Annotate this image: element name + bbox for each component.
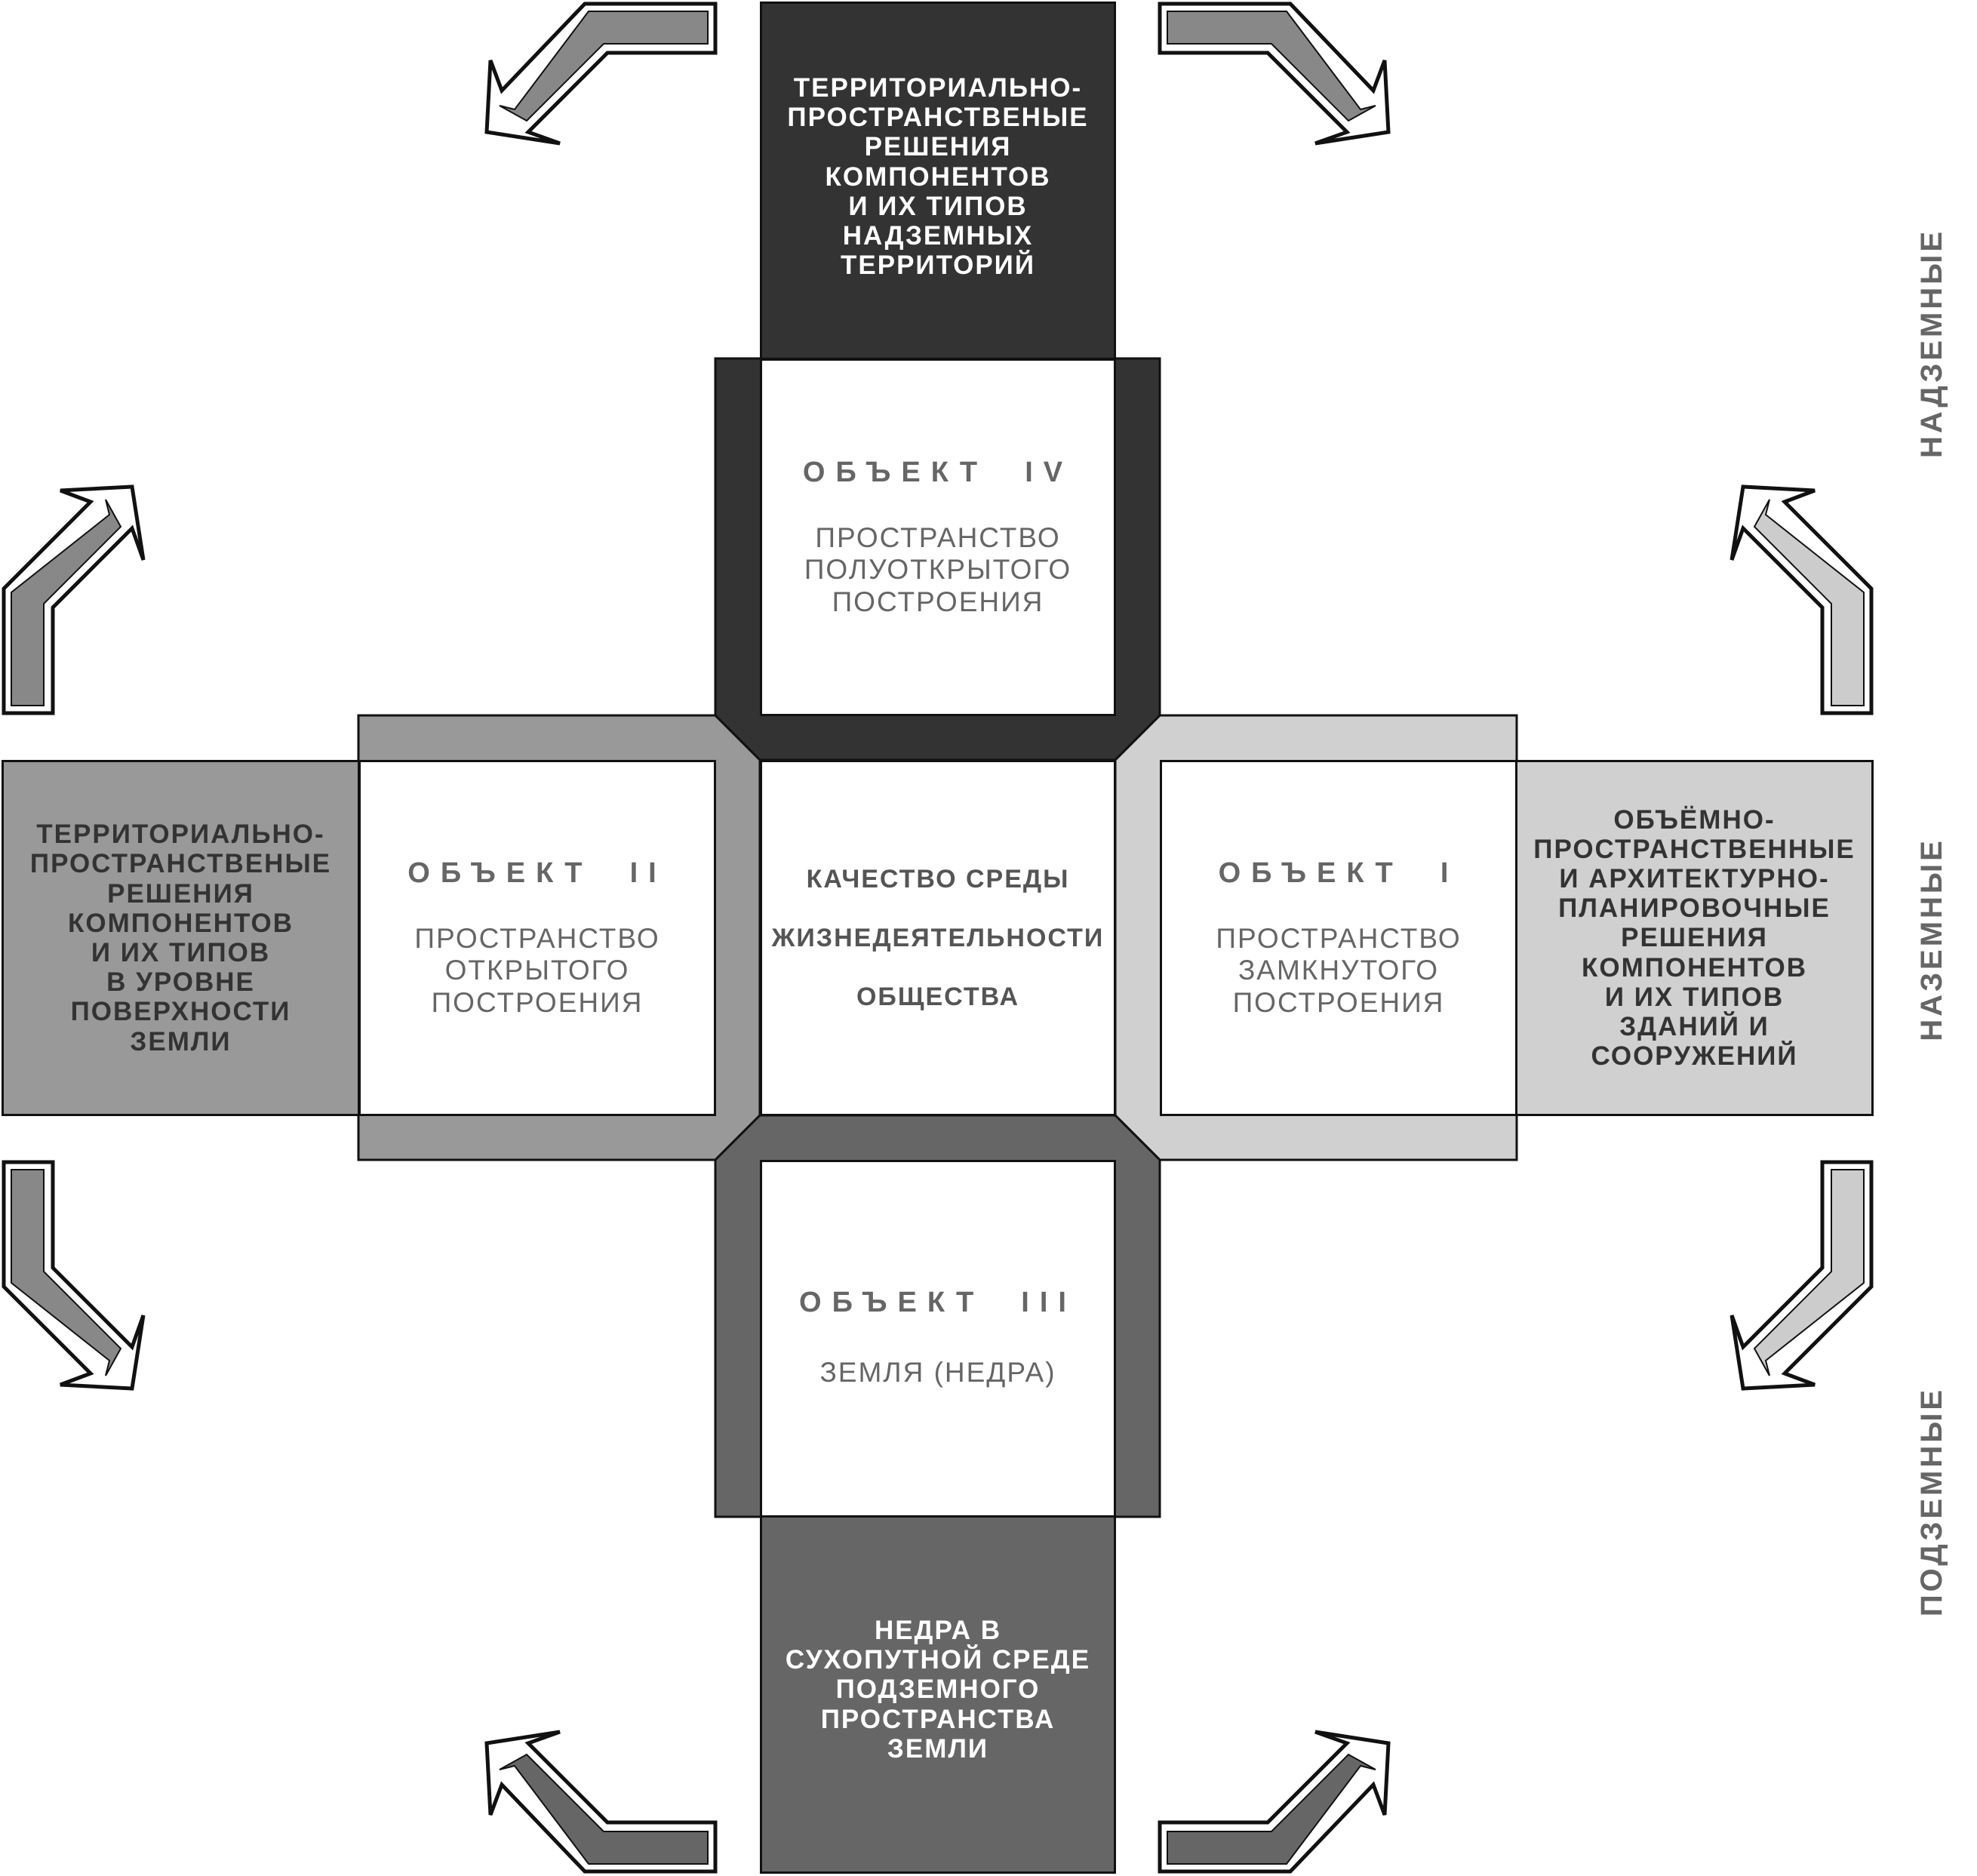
arrow-left-up	[2, 484, 146, 715]
object-iii-title: ОБЪЕКТ III	[799, 1287, 1077, 1318]
top-info-line: НАДЗЕМНЫХ	[842, 220, 1034, 251]
object-i-title: ОБЪЕКТ I	[1218, 857, 1459, 889]
object-iii-description: ЗЕМЛЯ (НЕДРА)	[819, 1357, 1056, 1389]
right-info-line: КОМПОНЕНТОВ	[1581, 952, 1808, 983]
bottom-info-line: ПРОСТРАНСТВА	[820, 1704, 1056, 1734]
top-info-line: РЕШЕНИЯ	[864, 132, 1012, 162]
right-info-line: И АРХИТЕКТУРНО-	[1559, 864, 1830, 894]
object-i-line: ЗАМКНУТОГО	[1238, 955, 1440, 986]
object-ii-box: ОБЪЕКТ II ПРОСТРАНСТВО ОТКРЫТОГО ПОСТРОЕ…	[358, 760, 716, 1116]
left-info-line: И ИХ ТИПОВ	[91, 938, 271, 967]
left-info-line: КОМПОНЕНТОВ	[67, 908, 294, 938]
right-info-line: ПРОСТРАНСТВЕННЫЕ	[1533, 834, 1856, 864]
bottom-info-line: ПОДЗЕМНОГО	[835, 1675, 1041, 1705]
object-iv-box: ОБЪЕКТ IV ПРОСТРАНСТВО ПОЛУОТКРЫТОГО ПОС…	[760, 358, 1116, 716]
left-info-line: ПРОСТРАНСТВЕНЫЕ	[29, 849, 332, 879]
right-info-line: И ИХ ТИПОВ	[1604, 982, 1785, 1012]
arrow-top-left	[484, 2, 718, 146]
left-info-line: В УРОВНЕ	[106, 967, 255, 998]
center-line: ОБЩЕСТВА	[856, 983, 1020, 1011]
object-ii-line: ПОСТРОЕНИЯ	[431, 986, 644, 1018]
center-box: КАЧЕСТВО СРЕДЫ ЖИЗНЕДЕЯТЕЛЬНОСТИ ОБЩЕСТВ…	[760, 760, 1116, 1116]
center-line: КАЧЕСТВО СРЕДЫ	[806, 865, 1070, 893]
bottom-info-line: НЕДРА В	[874, 1616, 1002, 1645]
top-info-line: ТЕРРИТОРИАЛЬНО-	[793, 73, 1083, 103]
object-iv-line: ПОЛУОТКРЫТОГО	[804, 554, 1072, 586]
object-iii-line: ЗЕМЛЯ (НЕДРА)	[819, 1357, 1056, 1388]
right-info-line: РЕШЕНИЯ	[1621, 923, 1768, 953]
bottom-info-line: СУХОПУТНОЙ СРЕДЕ	[785, 1645, 1091, 1675]
right-info-line: ПЛАНИРОВОЧНЫЕ	[1558, 893, 1831, 924]
arrow-top-right	[1158, 2, 1391, 146]
arrow-bottom-right	[1158, 1730, 1391, 1874]
left-info-box: ТЕРРИТОРИАЛЬНО- ПРОСТРАНСТВЕНЫЕ РЕШЕНИЯ …	[2, 760, 360, 1116]
object-ii-line: ПРОСТРАНСТВО	[414, 922, 660, 954]
object-iv-line: ПРОСТРАНСТВО	[815, 521, 1061, 553]
label-above-ground: НАДЗЕМНЫЕ	[1915, 228, 1948, 459]
top-info-box: ТЕРРИТОРИАЛЬНО- ПРОСТРАНСТВЕНЫЕ РЕШЕНИЯ …	[760, 2, 1116, 360]
object-i-line: ПОСТРОЕНИЯ	[1232, 986, 1445, 1018]
left-info-line: ЗЕМЛИ	[130, 1026, 232, 1056]
bottom-info-box: НЕДРА В СУХОПУТНОЙ СРЕДЕ ПОДЗЕМНОГО ПРОС…	[760, 1515, 1116, 1874]
object-iv-description: ПРОСТРАНСТВО ПОЛУОТКРЫТОГО ПОСТРОЕНИЯ	[804, 522, 1072, 619]
label-ground-level: НАЗЕМНЫЕ	[1915, 838, 1948, 1041]
bottom-info-line: ЗЕМЛИ	[887, 1733, 989, 1764]
right-info-line: ЗДАНИЙ И	[1619, 1011, 1769, 1041]
left-info-line: РЕШЕНИЯ	[107, 878, 254, 909]
top-info-line: ТЕРРИТОРИЙ	[841, 251, 1035, 281]
label-underground: ПОДЗЕМНЫЕ	[1915, 1386, 1948, 1617]
right-info-line: ОБЪЁМНО-	[1613, 804, 1776, 835]
object-iii-box: ОБЪЕКТ III ЗЕМЛЯ (НЕДРА)	[760, 1160, 1116, 1518]
left-info-line: ТЕРРИТОРИАЛЬНО-	[36, 820, 325, 850]
object-i-line: ПРОСТРАНСТВО	[1216, 922, 1462, 954]
left-info-line: ПОВЕРХНОСТИ	[70, 997, 291, 1027]
top-info-line: КОМПОНЕНТОВ	[825, 161, 1051, 192]
object-iv-title: ОБЪЕКТ IV	[802, 456, 1074, 488]
arrow-bottom-left	[484, 1730, 718, 1874]
center-line: ЖИЗНЕДЕЯТЕЛЬНОСТИ	[771, 924, 1105, 952]
top-info-line: ПРОСТРАНСТВЕНЫЕ	[787, 103, 1089, 133]
arrow-right-up	[1729, 484, 1874, 715]
object-ii-description: ПРОСТРАНСТВО ОТКРЫТОГО ПОСТРОЕНИЯ	[414, 923, 660, 1019]
right-info-line: СООРУЖЕНИЙ	[1591, 1041, 1798, 1072]
arrow-right-down	[1729, 1160, 1874, 1391]
object-ii-title: ОБЪЕКТ II	[407, 857, 667, 889]
object-ii-line: ОТКРЫТОГО	[444, 955, 630, 986]
object-i-description: ПРОСТРАНСТВО ЗАМКНУТОГО ПОСТРОЕНИЯ	[1216, 923, 1461, 1019]
top-info-line: И ИХ ТИПОВ	[848, 191, 1028, 221]
object-i-box: ОБЪЕКТ I ПРОСТРАНСТВО ЗАМКНУТОГО ПОСТРОЕ…	[1160, 760, 1517, 1116]
right-info-box: ОБЪЁМНО- ПРОСТРАНСТВЕННЫЕ И АРХИТЕКТУРНО…	[1515, 760, 1874, 1116]
object-iv-line: ПОСТРОЕНИЯ	[832, 586, 1044, 617]
arrow-left-down	[2, 1160, 146, 1391]
